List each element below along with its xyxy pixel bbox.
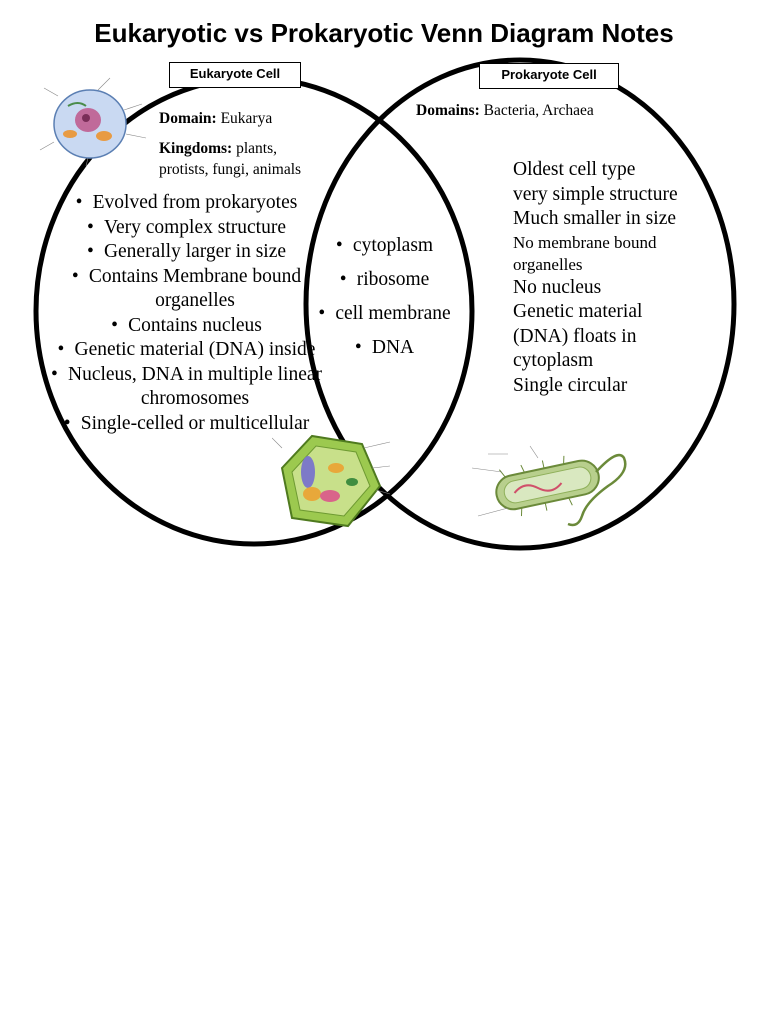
page-title: Eukaryotic vs Prokaryotic Venn Diagram N…: [94, 18, 674, 48]
list-item: No nucleus: [513, 276, 693, 301]
list-item: Contains Membrane bound organelles: [55, 265, 335, 314]
list-item: DNA: [318, 335, 468, 361]
prokaryote-info: Domains: Bacteria, Archaea: [416, 100, 656, 121]
kingdoms-label: Kingdoms:: [159, 140, 233, 157]
shared-list: cytoplasm ribosome cell membrane DNA: [318, 233, 468, 369]
domain-value: Eukarya: [220, 110, 273, 127]
prokaryote-label: Prokaryote Cell: [479, 63, 619, 89]
list-item: ribosome: [318, 267, 468, 293]
plant-cell-illustration: [272, 434, 391, 528]
prokaryote-list: Oldest cell type very simple structure M…: [513, 158, 693, 440]
list-item: Evolved from prokaryotes: [55, 191, 335, 216]
list-item: No membrane bound organelles: [513, 232, 693, 276]
list-item: Single circular: [513, 374, 693, 399]
eukaryote-label: Eukaryote Cell: [169, 62, 301, 88]
list-item: Genetic material (DNA) inside: [55, 338, 335, 363]
list-item: cell membrane: [318, 301, 468, 327]
list-item: Single-celled or multicellular: [55, 412, 335, 437]
eukaryote-info: Domain: Eukarya Kingdoms: plants, protis…: [159, 108, 329, 180]
list-item: Nucleus, DNA in multiple linear chromoso…: [51, 363, 335, 412]
domains-value: Bacteria, Archaea: [483, 102, 594, 119]
list-item: Much smaller in size: [513, 207, 693, 232]
animal-cell-illustration: [39, 77, 147, 167]
domains-label: Domains:: [416, 102, 480, 119]
eukaryote-list: Evolved from prokaryotes Very complex st…: [51, 191, 335, 437]
list-item: very simple structure: [513, 183, 693, 208]
list-item: Genetic material (DNA) floats in cytopla…: [513, 300, 693, 374]
list-item: Generally larger in size: [55, 240, 335, 265]
list-item: Very complex structure: [55, 216, 335, 241]
kingdoms-value: plants, protists, fungi, animals: [159, 140, 302, 178]
domain-label: Domain:: [159, 110, 217, 127]
list-item: Oldest cell type: [513, 158, 693, 183]
list-item: cytoplasm: [318, 233, 468, 259]
list-item: Contains nucleus: [55, 314, 335, 339]
bacteria-cell-illustration: [471, 445, 627, 527]
